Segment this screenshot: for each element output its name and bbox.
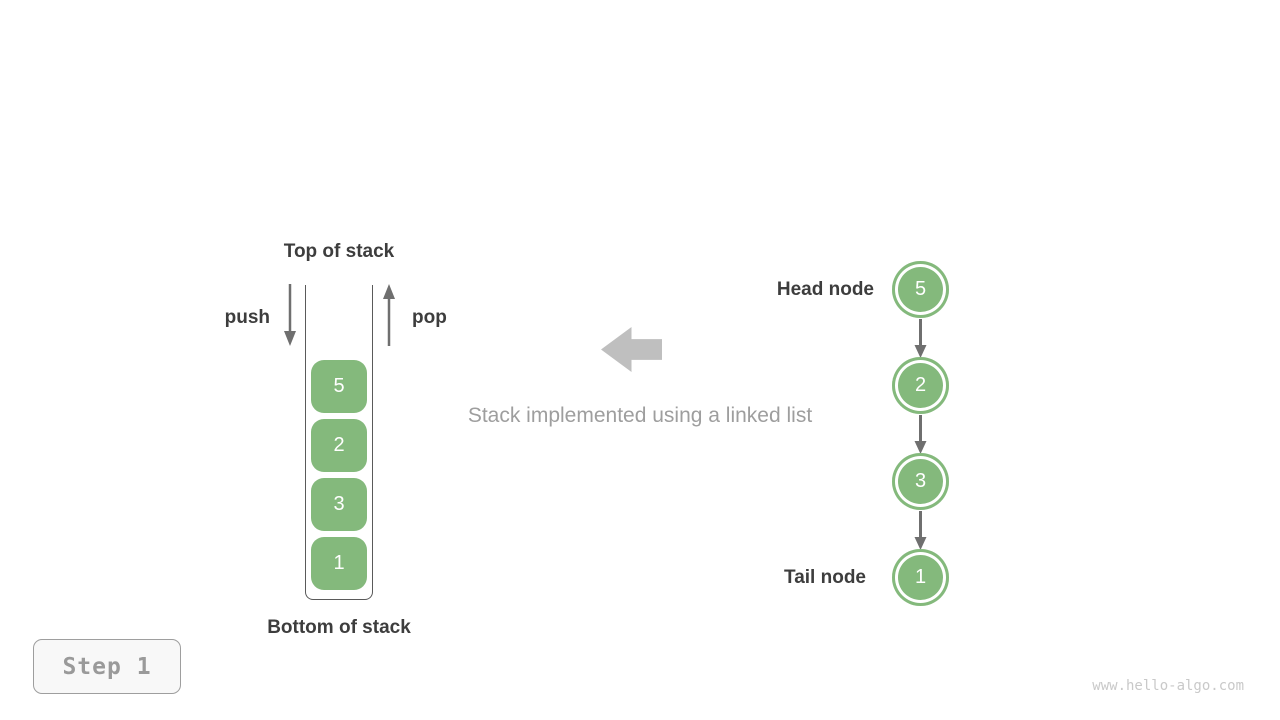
stack-item: 1 [311,537,367,590]
linked-list-node: 2 [892,357,949,414]
watermark: www.hello-algo.com [1092,678,1244,694]
head-node-label: Head node [776,279,874,300]
linked-list-node: 5 [892,261,949,318]
link-down-arrow-icon [914,511,927,550]
stack-bottom-label: Bottom of stack [267,617,411,638]
left-block-arrow-icon [601,327,662,372]
link-down-arrow-icon [914,319,927,358]
push-down-arrow-icon [284,284,296,346]
push-label: push [224,307,270,328]
stack-item: 5 [311,360,367,413]
diagram-caption: Stack implemented using a linked list [467,404,813,427]
stack-item: 3 [311,478,367,531]
link-down-arrow-icon [914,415,927,454]
pop-label: pop [412,307,447,328]
linked-list-node: 1 [892,549,949,606]
step-badge: Step 1 [33,639,181,694]
stack-top-label: Top of stack [283,241,395,262]
stack-item: 2 [311,419,367,472]
linked-list-node: 3 [892,453,949,510]
pop-up-arrow-icon [383,284,395,346]
stack-container: 5 2 3 1 [305,285,373,600]
tail-node-label: Tail node [784,567,866,588]
